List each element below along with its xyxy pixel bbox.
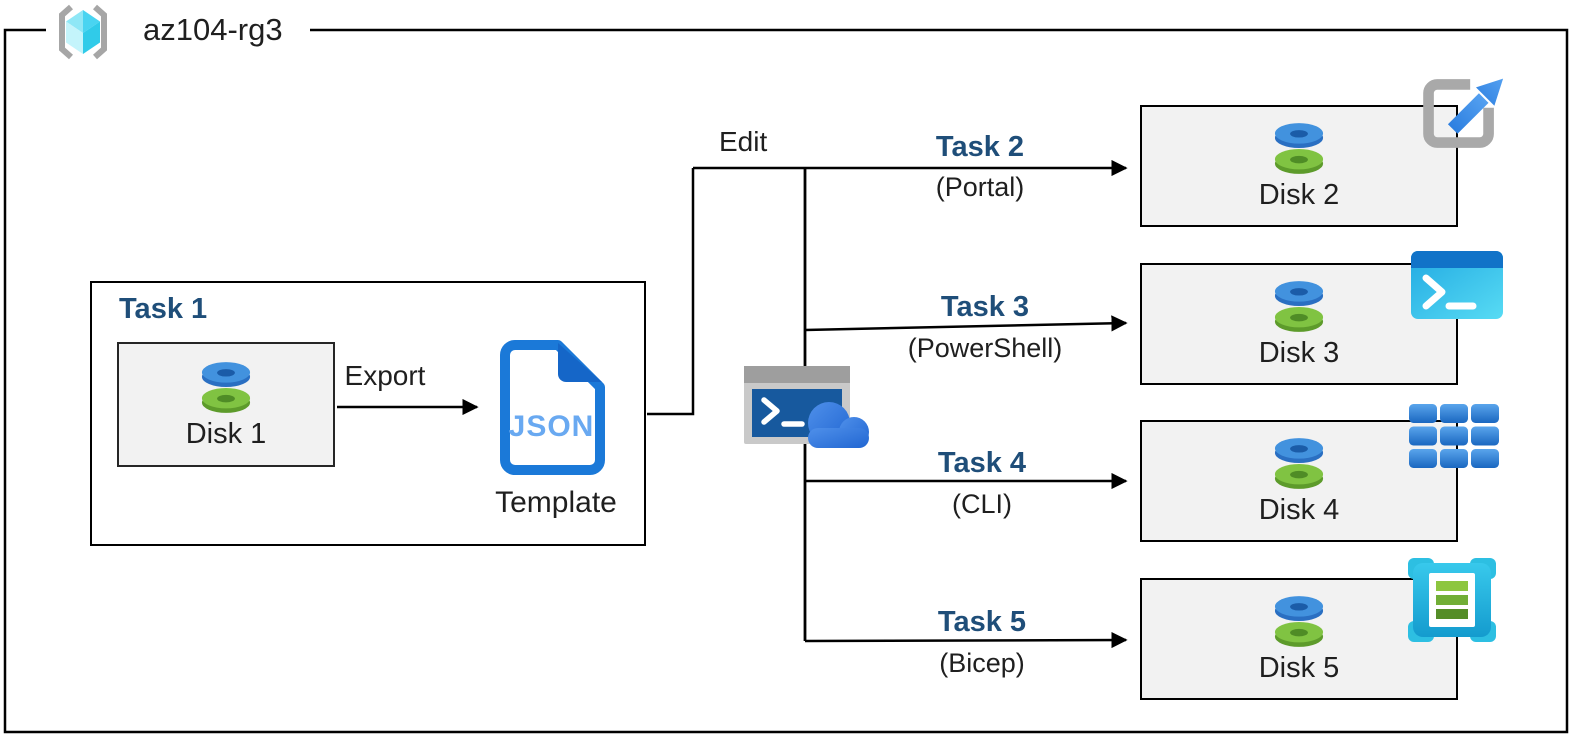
task2-label: Task 2 — [935, 131, 1025, 163]
disk1-box: Disk 1 — [117, 342, 335, 467]
edit-elbow-line — [647, 168, 695, 416]
azure-cli-icon — [1409, 404, 1499, 468]
disk4-label: Disk 4 — [1258, 494, 1340, 526]
managed-disk-icon — [1274, 596, 1324, 647]
task4-label: Task 4 — [937, 447, 1027, 479]
disk2-box: Disk 2 — [1140, 105, 1458, 227]
task3-method-label: (PowerShell) — [907, 333, 1063, 363]
export-label: Export — [344, 360, 426, 391]
template-label: Template — [495, 486, 617, 519]
managed-disk-icon — [201, 361, 251, 413]
managed-disk-icon — [1274, 281, 1324, 332]
json-template-icon: JSON — [496, 338, 607, 475]
resource-group-icon — [59, 4, 107, 60]
task3-arrow — [804, 315, 1128, 332]
disk5-label: Disk 5 — [1258, 652, 1340, 684]
task1-label: Task 1 — [119, 293, 208, 325]
task2-method-label: (Portal) — [935, 172, 1025, 202]
disk1-label: Disk 1 — [185, 417, 267, 450]
task3-label: Task 3 — [940, 291, 1030, 323]
managed-disk-icon — [1274, 438, 1324, 489]
managed-disk-icon — [1274, 123, 1324, 174]
edit-label: Edit — [719, 126, 768, 157]
resource-group-title: az104-rg3 — [143, 12, 283, 47]
json-document-icon — [500, 340, 605, 475]
cloud-shell-icon — [744, 366, 869, 448]
task4-method-label: (CLI) — [952, 489, 1012, 519]
task5-arrow — [804, 631, 1128, 649]
azure-portal-icon — [1423, 78, 1504, 148]
task5-method-label: (Bicep) — [939, 648, 1025, 678]
disk3-label: Disk 3 — [1258, 337, 1340, 369]
powershell-icon — [1411, 251, 1503, 319]
disk2-label: Disk 2 — [1258, 179, 1340, 211]
json-label: JSON — [508, 410, 595, 443]
task5-label: Task 5 — [937, 606, 1027, 638]
bicep-template-icon — [1408, 558, 1496, 642]
